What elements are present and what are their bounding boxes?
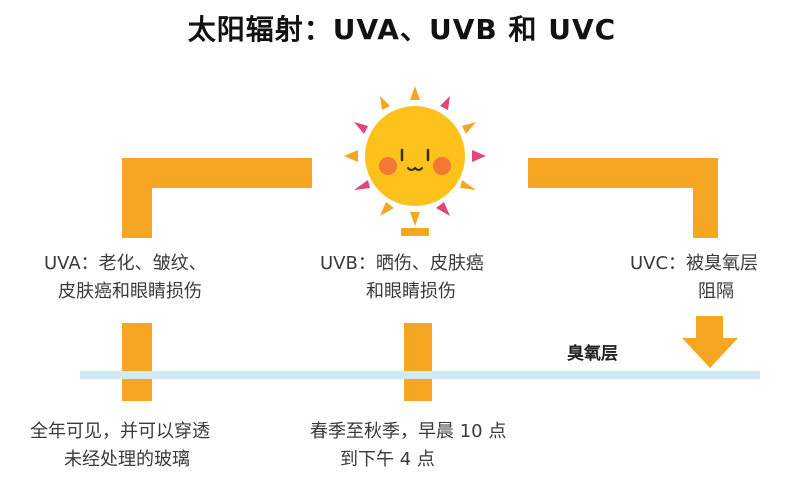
- diagram-title: 太阳辐射：UVA、UVB 和 UVC: [187, 13, 617, 46]
- uvb-arrow-top: [401, 228, 429, 236]
- uva-arrow-lower: [122, 323, 152, 401]
- ozone-layer-label: 臭氧层: [567, 344, 618, 364]
- uvc-label: UVC：被臭氧层 阻隔: [630, 253, 759, 302]
- uvc-arrow-head: [682, 316, 738, 368]
- uvc-arrow-down: [693, 158, 718, 238]
- sun-icon: [344, 86, 486, 226]
- uva-detail: 全年可见，并可以穿透 未经处理的玻璃: [30, 421, 210, 470]
- sun-face: [365, 106, 465, 206]
- uvb-detail: 春季至秋季，早晨 10 点 到下午 4 点: [310, 421, 507, 470]
- uvb-arrow-lower: [404, 323, 432, 401]
- uva-label: UVA：老化、皱纹、 皮肤癌和眼睛损伤: [44, 253, 207, 302]
- uvc-arrow-top: [528, 158, 718, 188]
- ozone-layer-line: [80, 371, 760, 379]
- sun-rays: [344, 86, 486, 226]
- uvb-label: UVB：晒伤、皮肤癌 和眼睛损伤: [320, 253, 484, 302]
- uva-arrow-top: [122, 158, 312, 188]
- uva-arrow-down: [122, 158, 152, 238]
